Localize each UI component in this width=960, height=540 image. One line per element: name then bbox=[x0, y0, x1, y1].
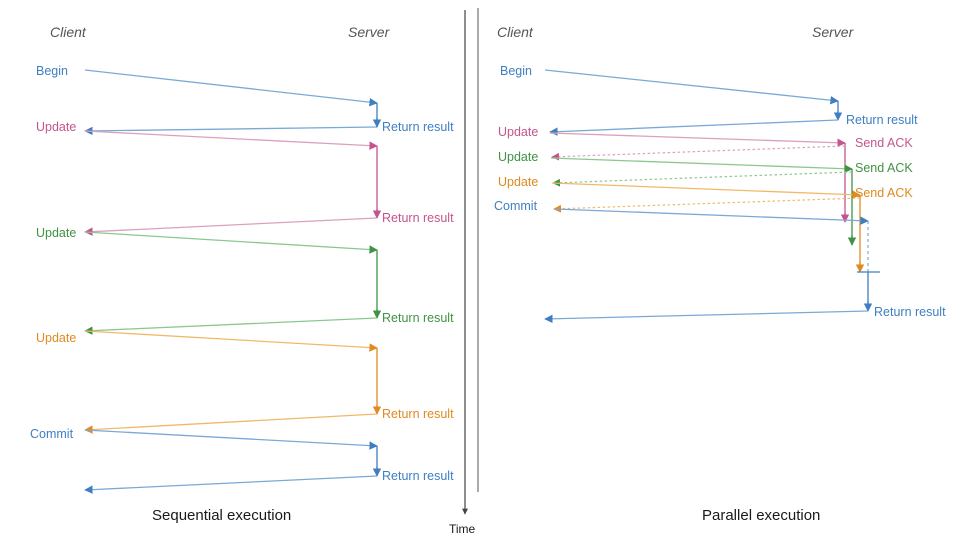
message-label-update-2: Update bbox=[36, 226, 76, 240]
reply-arrow-update-1 bbox=[84, 217, 378, 236]
message-label-update-1-parallel: Update bbox=[498, 125, 538, 139]
message-group-begin: Begin Return result bbox=[36, 64, 454, 136]
request-arrow-begin-parallel bbox=[544, 69, 839, 105]
message-group-update-1-parallel: Update Send ACK bbox=[498, 125, 913, 223]
request-arrow-begin bbox=[84, 69, 378, 107]
panel-caption-parallel: Parallel execution bbox=[702, 507, 820, 524]
message-group-update-1: Update Return result bbox=[36, 120, 454, 236]
request-arrow-update-1-parallel bbox=[549, 132, 846, 147]
reply-label-update-3-parallel: Send ACK bbox=[855, 186, 913, 200]
reply-arrow-update-2 bbox=[84, 317, 378, 335]
reply-arrow-begin-parallel bbox=[549, 119, 839, 136]
reply-arrow-commit-parallel bbox=[544, 310, 869, 324]
message-label-begin: Begin bbox=[36, 64, 68, 78]
request-arrow-commit-parallel bbox=[554, 208, 869, 225]
request-arrow-update-1 bbox=[84, 130, 378, 150]
request-arrow-commit bbox=[84, 429, 378, 450]
message-group-update-3-parallel: Update Send ACK bbox=[498, 175, 913, 273]
actor-label-server: Server bbox=[348, 24, 391, 40]
reply-arrow-begin bbox=[84, 126, 378, 136]
message-label-update-3-parallel: Update bbox=[498, 175, 538, 189]
ack-arrow-update-3-parallel bbox=[553, 197, 861, 213]
request-arrow-update-3 bbox=[84, 330, 378, 352]
message-group-commit-parallel: Commit Return result bbox=[494, 199, 946, 324]
reply-arrow-commit bbox=[84, 475, 378, 494]
request-arrow-update-2 bbox=[84, 231, 378, 254]
panel-caption-sequential: Sequential execution bbox=[152, 507, 291, 524]
message-group-begin-parallel: Begin Return result bbox=[500, 64, 918, 136]
message-group-update-2: Update Return result bbox=[36, 226, 454, 335]
message-label-commit-parallel: Commit bbox=[494, 199, 538, 213]
actor-label-client-parallel: Client bbox=[497, 24, 534, 40]
ack-arrow-update-2-parallel bbox=[552, 171, 853, 187]
panel-parallel: Client Server Begin Return result Update… bbox=[494, 24, 946, 524]
message-label-update-1: Update bbox=[36, 120, 76, 134]
reply-label-commit: Return result bbox=[382, 469, 454, 483]
reply-label-update-3: Return result bbox=[382, 407, 454, 421]
message-group-update-2-parallel: Update Send ACK bbox=[498, 150, 913, 246]
reply-arrow-update-3 bbox=[84, 413, 378, 434]
reply-label-update-2: Return result bbox=[382, 311, 454, 325]
ack-arrow-update-1-parallel bbox=[551, 145, 846, 161]
message-label-begin-parallel: Begin bbox=[500, 64, 532, 78]
reply-label-update-2-parallel: Send ACK bbox=[855, 161, 913, 175]
request-arrow-update-2-parallel bbox=[550, 157, 853, 173]
time-axis-label: Time bbox=[449, 522, 476, 536]
message-group-commit: Commit Return result bbox=[30, 427, 454, 494]
reply-label-update-1-parallel: Send ACK bbox=[855, 136, 913, 150]
panel-sequential: Client Server Begin Return result Update… bbox=[30, 24, 454, 524]
reply-label-begin-parallel: Return result bbox=[846, 113, 918, 127]
request-arrow-update-3-parallel bbox=[551, 182, 861, 199]
message-label-update-3: Update bbox=[36, 331, 76, 345]
actor-label-server-parallel: Server bbox=[812, 24, 855, 40]
reply-label-begin: Return result bbox=[382, 120, 454, 134]
actor-label-client: Client bbox=[50, 24, 87, 40]
reply-label-commit-parallel: Return result bbox=[874, 305, 946, 319]
reply-label-update-1: Return result bbox=[382, 211, 454, 225]
message-group-update-3: Update Return result bbox=[36, 330, 454, 434]
message-label-update-2-parallel: Update bbox=[498, 150, 538, 164]
message-label-commit: Commit bbox=[30, 427, 74, 441]
